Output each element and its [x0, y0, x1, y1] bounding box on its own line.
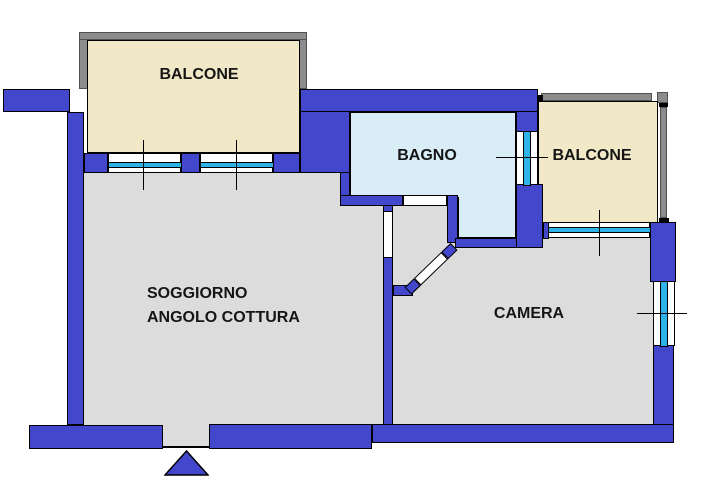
wall-segment	[3, 89, 70, 112]
wall-segment	[67, 112, 84, 425]
room-label-balcony-right: BALCONE	[552, 147, 632, 164]
wall-segment	[383, 257, 393, 425]
floor-balcony-top	[87, 40, 300, 153]
wall-segment	[340, 172, 350, 196]
dimension-line	[236, 140, 237, 190]
dimension-line	[599, 210, 600, 256]
dimension-line	[637, 313, 687, 314]
railing-cap	[659, 103, 668, 107]
wall-segment	[181, 153, 200, 173]
balcony-railing	[657, 92, 668, 103]
wall-segment	[653, 345, 674, 425]
room-label-balcony-top: BALCONE	[159, 66, 239, 83]
window-glass	[200, 162, 274, 168]
balcony-railing	[660, 107, 667, 218]
window	[516, 131, 538, 186]
wall-segment	[29, 425, 163, 449]
floor-balcony-right	[538, 101, 658, 223]
window-glass	[523, 131, 531, 186]
dimension-line	[496, 157, 548, 158]
wall-segment	[273, 153, 300, 173]
railing-cap	[659, 218, 669, 222]
wall-segment	[516, 184, 543, 248]
wall-segment	[447, 195, 458, 243]
window	[108, 153, 182, 173]
entrance-arrow-icon	[164, 450, 209, 476]
railing-cap	[538, 95, 543, 103]
room-label-soggiorno-line1: SOGGIORNO	[147, 285, 248, 302]
room-label-camera: CAMERA	[493, 305, 565, 322]
door-opening-bagno	[403, 195, 447, 206]
room-label-soggiorno: SOGGIORNO ANGOLO COTTURA	[147, 282, 300, 330]
wall-segment	[650, 222, 676, 282]
wall-segment	[372, 424, 674, 443]
entrance-threshold	[163, 424, 209, 448]
wall-segment	[84, 153, 108, 173]
room-label-bagno: BAGNO	[397, 147, 457, 164]
wall-segment	[209, 424, 372, 449]
wall-segment	[300, 111, 350, 173]
wall-segment	[516, 111, 538, 132]
wall-segment	[340, 195, 403, 206]
balcony-railing	[79, 32, 307, 40]
window-glass	[108, 162, 182, 168]
room-label-soggiorno-line2: ANGOLO COTTURA	[147, 309, 300, 326]
floor-soggiorno	[84, 173, 393, 425]
door-opening-soggiorno	[383, 211, 393, 258]
balcony-railing	[541, 93, 652, 101]
dimension-line	[143, 140, 144, 190]
floor-bagno-join	[452, 113, 514, 197]
wall-segment	[300, 89, 538, 112]
window-glass	[660, 281, 668, 347]
